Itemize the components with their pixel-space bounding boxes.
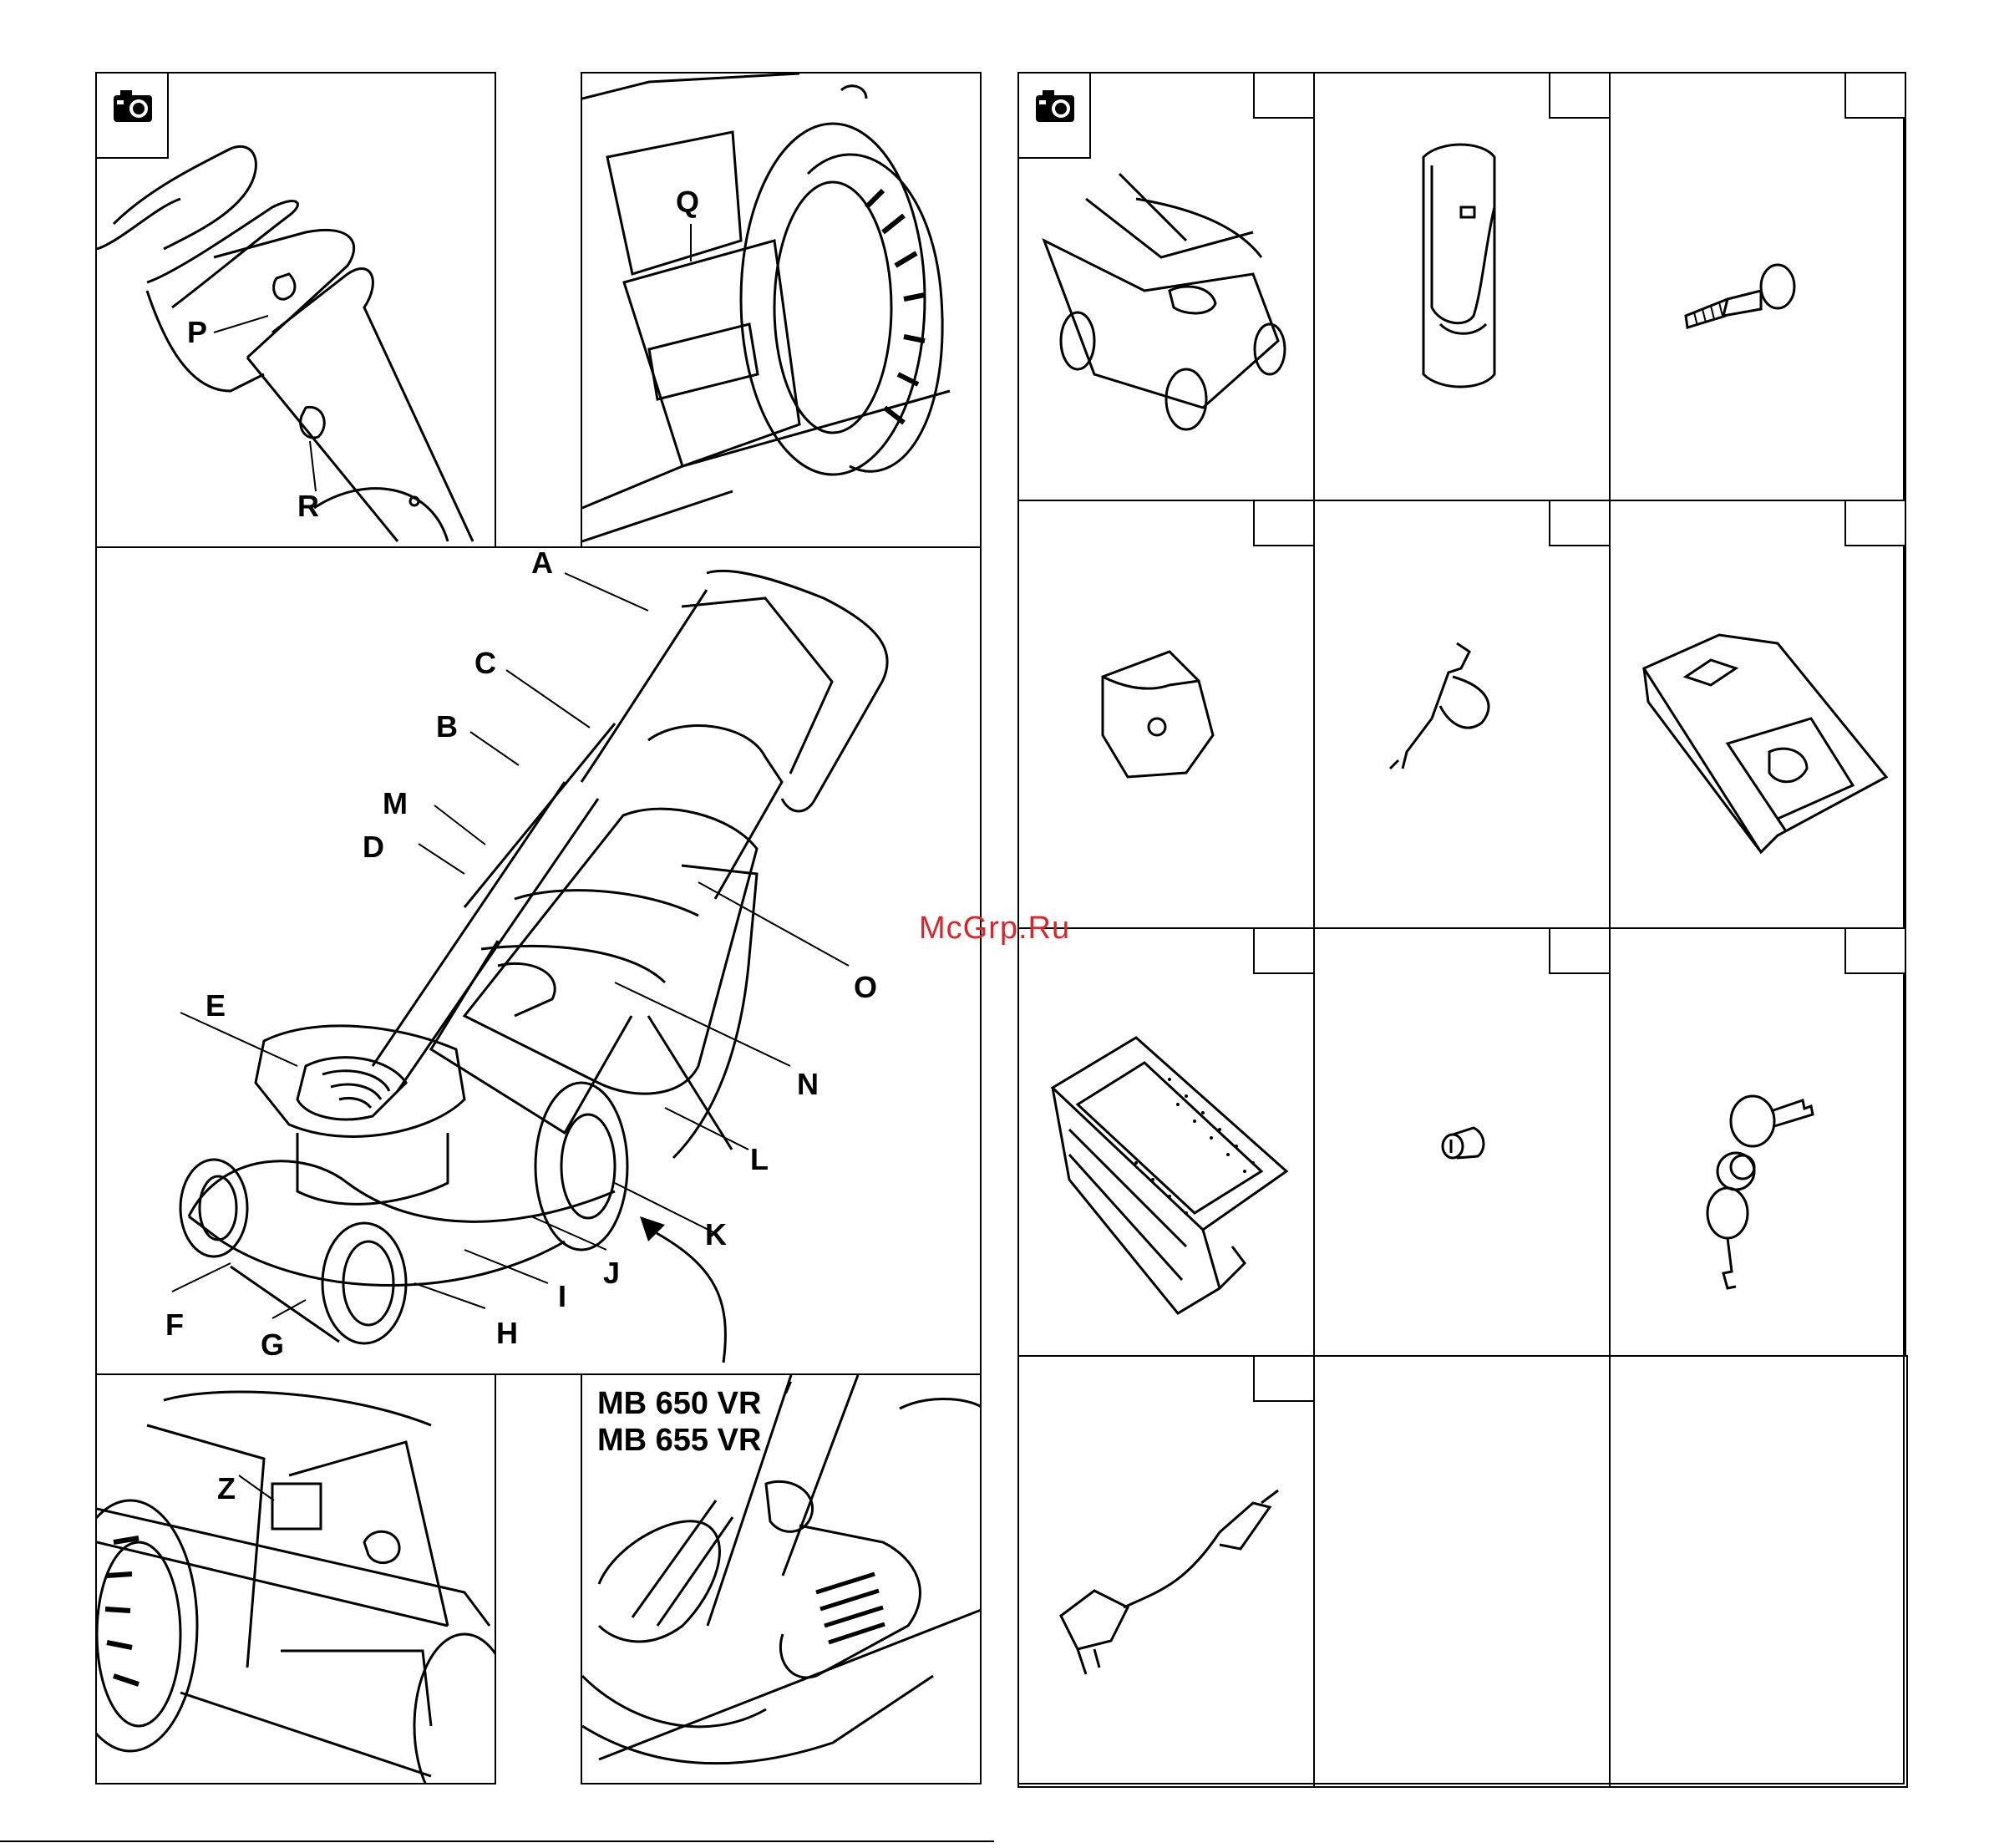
callout-r: R <box>297 491 319 521</box>
callout-p: P <box>187 317 207 348</box>
callout-b: B <box>436 712 458 742</box>
callout-q: Q <box>676 187 699 217</box>
callout-n: N <box>797 1069 819 1099</box>
mulch-cover-icon <box>1611 501 1906 929</box>
model-name-1: MB 650 VR <box>597 1385 761 1422</box>
callout-a: A <box>531 548 553 578</box>
chute-icon <box>1315 74 1611 501</box>
watermark-text: McGrp.Ru <box>919 911 1070 947</box>
part-cell-sleeve <box>1313 927 1611 1357</box>
callout-d: D <box>363 832 384 862</box>
model-name-2: MB 655 VR <box>597 1422 761 1459</box>
charger-icon <box>1019 1357 1315 1788</box>
callout-h: H <box>496 1318 518 1348</box>
keys-icon <box>1611 929 1906 1357</box>
callout-i: I <box>558 1282 566 1312</box>
handle-latch-drawing <box>97 74 496 548</box>
battery-drawing <box>97 1375 496 1785</box>
sleeve-icon <box>1315 929 1611 1357</box>
callout-j: J <box>603 1258 620 1288</box>
callout-g: G <box>261 1330 284 1360</box>
callout-l: L <box>750 1145 769 1175</box>
bolt-icon <box>1611 74 1906 501</box>
mower-overview-drawing <box>97 548 982 1375</box>
callout-e: E <box>205 991 226 1021</box>
part-cell-empty-2 <box>1609 1355 1908 1788</box>
part-cell-catcher <box>1017 927 1315 1357</box>
part-cell-empty-1 <box>1313 1355 1611 1788</box>
callout-m: M <box>383 789 408 819</box>
page-bottom-rule <box>0 1840 994 1842</box>
panel-mower-overview: A B C D E F G H I J K L M N O <box>95 546 982 1375</box>
part-cell-bolt <box>1609 72 1906 501</box>
part-cell-knob <box>1017 500 1315 929</box>
callout-z: Z <box>217 1474 236 1504</box>
part-cell-cover <box>1609 500 1906 929</box>
wire-clip-icon <box>1315 501 1611 929</box>
callout-f: F <box>165 1310 184 1340</box>
part-cell-keys <box>1609 927 1906 1357</box>
callout-c: C <box>474 648 496 678</box>
knob-icon <box>1019 501 1315 929</box>
part-cell-charger <box>1017 1355 1315 1788</box>
grass-catcher-icon <box>1019 929 1315 1357</box>
part-cell-chute <box>1313 72 1611 501</box>
part-cell-mower <box>1017 72 1315 501</box>
lawnmower-icon <box>1019 74 1315 501</box>
panel-battery-detail: Z <box>95 1373 496 1785</box>
panel-grass-flap-detail: Q <box>581 72 982 548</box>
grass-flap-drawing <box>582 74 982 548</box>
callout-k: K <box>705 1220 727 1250</box>
part-cell-clip <box>1313 500 1611 929</box>
panel-model-detail: MB 650 VR MB 655 VR <box>581 1373 982 1785</box>
panel-handle-detail: P R <box>95 72 496 548</box>
callout-o: O <box>854 972 877 1003</box>
parts-grid <box>1017 72 1905 1785</box>
